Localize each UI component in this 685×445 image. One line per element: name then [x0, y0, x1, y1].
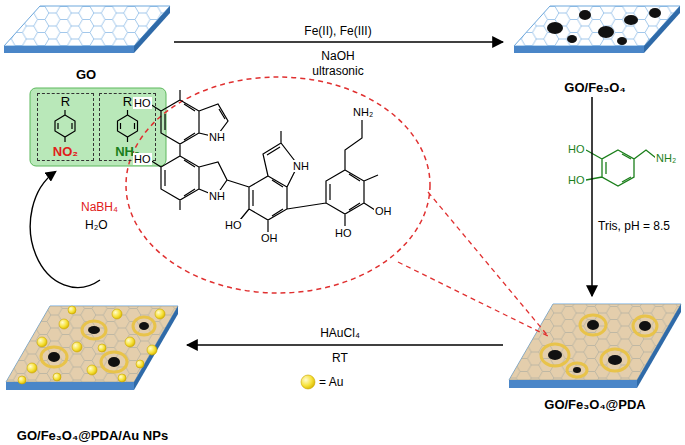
reactant-box: R NO₂	[37, 93, 94, 161]
atom-label: HO	[224, 219, 243, 231]
atom-label: HO	[133, 97, 152, 109]
graphene-sheet	[4, 6, 170, 53]
dopamine-structure	[586, 150, 656, 186]
sheet-face	[509, 304, 681, 380]
material-node: GO/Fe₃O₄	[505, 0, 685, 95]
node-text: NO₂	[53, 145, 78, 159]
material-node: GO/Fe₃O₄@PDA	[505, 298, 685, 412]
node-text: R	[123, 95, 132, 109]
au-symbol	[301, 375, 315, 389]
reagent-label: NaBH₄	[80, 201, 119, 214]
sheet-edge	[509, 380, 637, 388]
pda-structure	[150, 90, 378, 232]
node-text: GO/Fe₃O₄@PDA/Au NPs	[14, 428, 171, 443]
node-text: GO/Fe₃O₄	[561, 80, 628, 95]
product-panel	[30, 88, 166, 166]
sheet-face	[6, 306, 178, 382]
node-text: GO/Fe₃O₄@PDA	[541, 397, 648, 412]
condition-label: ultrasonic	[311, 65, 364, 78]
pda-shells	[41, 317, 155, 372]
zoom-leader	[398, 192, 548, 336]
atom-label: OH	[260, 232, 279, 244]
reagent-label: NaOH	[320, 50, 355, 63]
sheet-edge	[4, 46, 134, 53]
zoom-ellipse	[126, 77, 430, 293]
reagent-label: HAuCl₄	[319, 327, 361, 340]
condition-label: RT	[331, 352, 349, 365]
material-node: GO/Fe₃O₄@PDA/Au NPs	[0, 298, 185, 443]
pda-layer	[509, 304, 681, 380]
reaction-arrow	[591, 97, 593, 296]
atom-label: HO	[567, 143, 586, 155]
material-node: GO	[0, 0, 172, 82]
fe3o4-particles	[547, 8, 661, 45]
pda-shells	[541, 315, 657, 377]
reaction-arrow	[187, 344, 503, 346]
sheet-edge	[134, 6, 170, 53]
atom-label: NH	[208, 131, 226, 143]
atom-label: HO	[334, 227, 353, 239]
atom-label: NH	[208, 190, 226, 202]
sheet-edge	[514, 46, 644, 53]
solvent-label: H₂O	[84, 219, 109, 232]
reaction-arrow	[174, 41, 503, 43]
legend-label: = Au	[318, 376, 344, 389]
atom-label: NH	[292, 160, 310, 172]
condition-label: Tris, pH = 8.5	[597, 220, 671, 233]
sheet-edge	[644, 6, 680, 53]
reagent-label: Fe(II), Fe(III)	[303, 25, 372, 38]
magnetic-sheet	[514, 6, 680, 53]
atom-label: NH₂	[655, 152, 677, 164]
catalyst-sheet	[6, 306, 178, 390]
atom-label: OH	[374, 205, 393, 217]
pda-coated-sheet	[509, 304, 681, 388]
atom-label: NH₂	[352, 106, 374, 118]
fe3o4-particles	[548, 320, 651, 373]
atom-label: HO	[133, 153, 152, 165]
au-nanoparticles	[18, 306, 165, 384]
nitroarene-ring	[55, 110, 75, 142]
node-text: R	[61, 95, 70, 109]
pda-layer	[6, 306, 178, 382]
aniline-ring	[118, 110, 138, 142]
atom-label: HO	[567, 174, 586, 186]
sheet-edge	[6, 382, 134, 390]
sheet-edge	[134, 306, 178, 390]
node-text: GO	[73, 67, 99, 82]
